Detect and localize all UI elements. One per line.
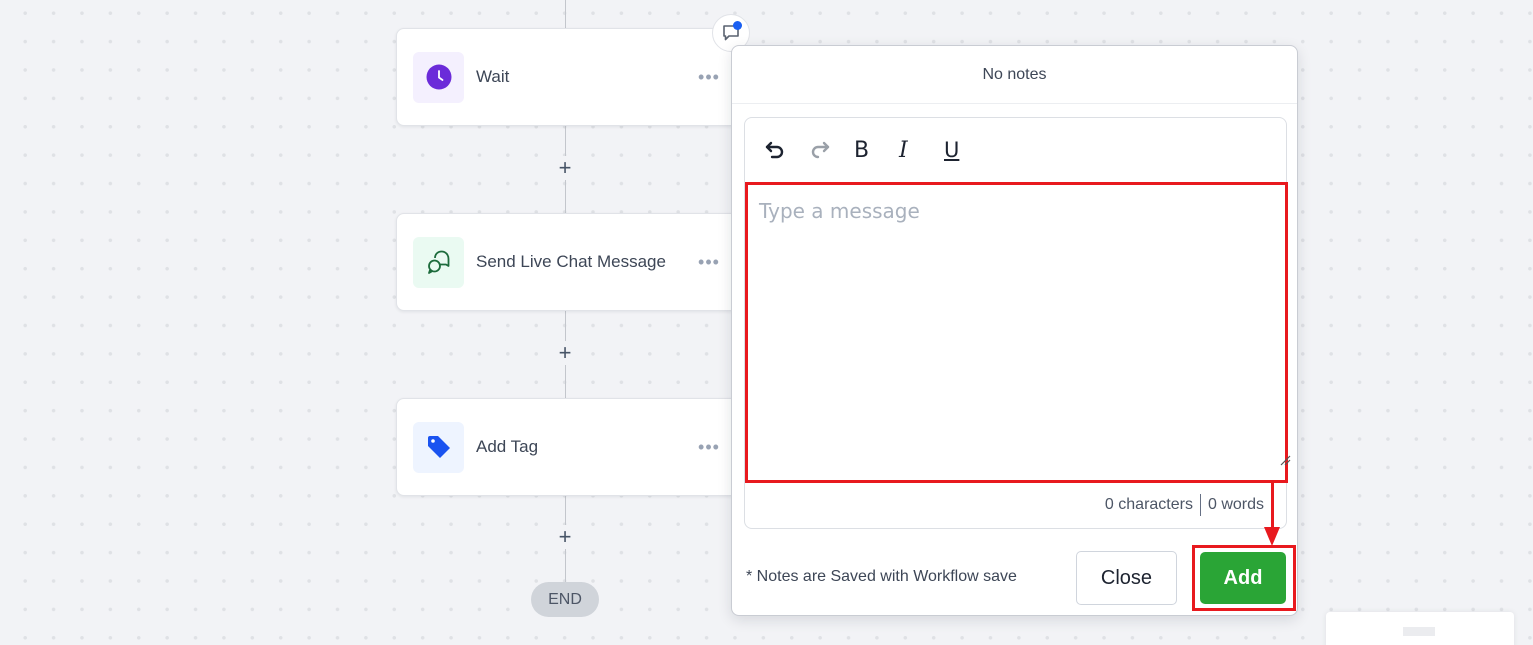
character-word-counter: 0 characters 0 words bbox=[1105, 494, 1264, 516]
add-button[interactable]: Add bbox=[1200, 552, 1286, 604]
minimap-placeholder bbox=[1403, 627, 1435, 636]
notification-dot bbox=[733, 21, 742, 30]
undo-button[interactable] bbox=[761, 132, 806, 168]
connector-line bbox=[565, 0, 566, 28]
counter-divider bbox=[1199, 494, 1201, 516]
node-menu-button[interactable]: ••• bbox=[698, 66, 720, 87]
note-editor: B I U Type a message 0 characters 0 word… bbox=[744, 117, 1288, 529]
italic-button[interactable]: I bbox=[896, 132, 941, 168]
clock-icon bbox=[426, 64, 451, 90]
close-button[interactable]: Close bbox=[1076, 551, 1177, 605]
add-step-button[interactable]: + bbox=[553, 341, 577, 365]
annotation-arrow-head bbox=[1264, 527, 1280, 546]
redo-button[interactable] bbox=[806, 132, 851, 168]
editor-toolbar: B I U bbox=[745, 118, 1286, 182]
annotation-arrow-line bbox=[1271, 480, 1274, 530]
undo-icon bbox=[765, 141, 784, 159]
add-button-highlight bbox=[1192, 545, 1296, 611]
notes-header: No notes bbox=[732, 46, 1297, 104]
chat-icon-tile bbox=[413, 236, 464, 288]
workflow-node-add-tag[interactable]: Add Tag ••• bbox=[396, 398, 741, 496]
redo-icon bbox=[811, 141, 830, 159]
message-input[interactable]: Type a message bbox=[745, 182, 1288, 483]
notes-save-hint: * Notes are Saved with Workflow save bbox=[746, 568, 1017, 585]
bold-icon: B bbox=[854, 137, 870, 163]
node-label: Wait bbox=[476, 67, 510, 86]
character-count: 0 characters bbox=[1104, 496, 1193, 513]
italic-icon: I bbox=[899, 137, 908, 163]
node-label: Add Tag bbox=[476, 437, 539, 456]
resize-handle[interactable] bbox=[1279, 454, 1291, 466]
word-count: 0 words bbox=[1207, 496, 1264, 513]
workflow-node-wait[interactable]: Wait ••• bbox=[396, 28, 741, 126]
notes-panel: No notes B I U bbox=[731, 45, 1298, 616]
wait-icon-tile bbox=[413, 51, 464, 103]
end-node: END bbox=[531, 582, 599, 617]
tag-icon bbox=[427, 436, 450, 458]
node-label: Send Live Chat Message bbox=[476, 252, 666, 271]
tag-icon-tile bbox=[413, 421, 464, 473]
chat-bubbles-icon bbox=[427, 250, 449, 274]
node-menu-button[interactable]: ••• bbox=[698, 436, 720, 457]
add-step-button[interactable]: + bbox=[553, 156, 577, 180]
underline-button[interactable]: U bbox=[941, 132, 986, 168]
underline-icon: U bbox=[944, 138, 960, 162]
bold-button[interactable]: B bbox=[851, 132, 896, 168]
add-step-button[interactable]: + bbox=[553, 525, 577, 549]
minimap-panel[interactable] bbox=[1326, 612, 1514, 645]
workflow-node-send-live-chat[interactable]: Send Live Chat Message ••• bbox=[396, 213, 741, 311]
node-menu-button[interactable]: ••• bbox=[698, 251, 720, 272]
